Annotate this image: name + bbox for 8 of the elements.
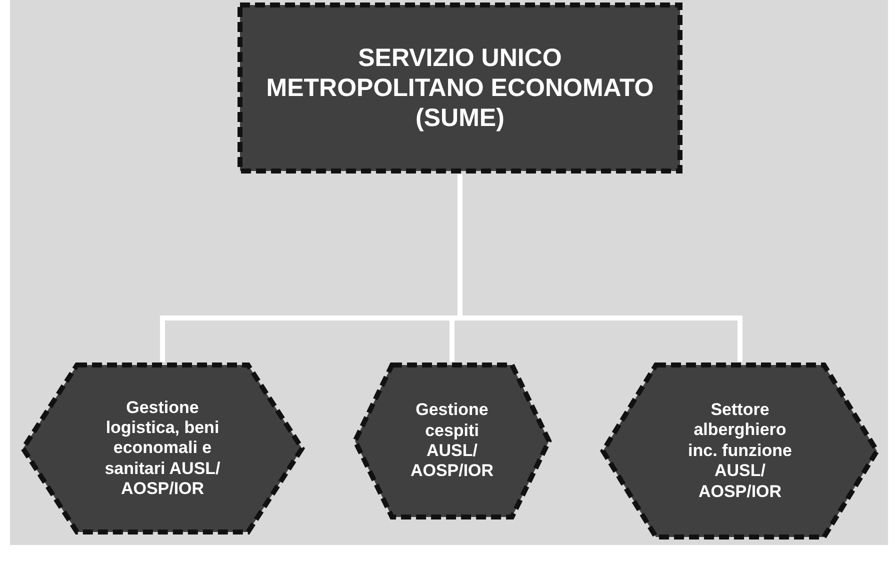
unit-label: Settore alberghiero inc. funzione AUSL/ AOSP/IOR xyxy=(687,400,793,502)
hexagon-box xyxy=(352,362,552,520)
unit-label: Gestione cespiti AUSL/ AOSP/IOR xyxy=(409,400,495,482)
header-box xyxy=(237,2,683,174)
hexagon-box xyxy=(600,362,880,540)
title-label: SERVIZIO UNICO METROPOLITANO ECONOMATO (SUME) xyxy=(265,43,655,133)
hexagon-box xyxy=(20,362,305,535)
unit-label: Gestione logistica, beni economali e sanitari AUSL/ AOSP/IOR xyxy=(104,398,222,500)
